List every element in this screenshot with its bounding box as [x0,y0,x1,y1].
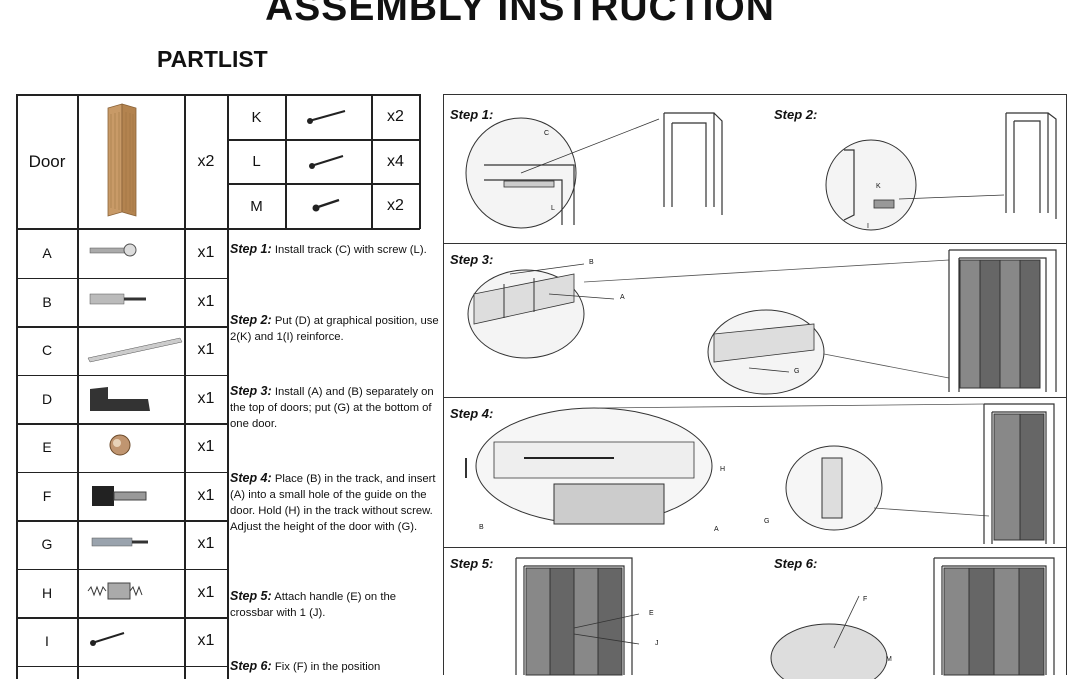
callout-k: K [876,183,881,190]
track-rail-icon [87,337,183,363]
callout-l: L [551,205,555,212]
step1-2-illustration [465,112,1057,231]
part-letter: I [45,633,49,650]
part-letter: K [251,108,262,126]
long-screw-icon [307,110,346,124]
knob-handle-icon [109,434,131,456]
panel-steps-5-6: Step 5: Step 6: E J F M [443,548,1067,679]
panel-step6-label: Step 6: [774,556,818,571]
part-qty: x1 [197,583,215,601]
part-letter: G [41,536,53,553]
step-label: Step 2: [230,313,272,327]
part-qty: x1 [197,244,215,262]
panel-step1-label: Step 1: [450,107,494,122]
spring-guide-icon [87,582,143,599]
step-text: Put (D) at graphical position, use 2(K) … [230,315,439,343]
step-label: Step 3: [230,384,272,398]
step-label: Step 5: [230,589,272,603]
callout-c: C [544,130,550,137]
part-qty: x4 [387,152,404,170]
step-text: Install track (C) with screw (L). [274,244,427,256]
door-label: Door [28,151,66,171]
part-letter: H [41,584,53,601]
step-text: Place (B) in the track, and insert (A) i… [230,473,436,533]
door-frame-3 [948,249,1057,392]
part-letter: D [41,390,53,407]
document-title: ASSEMBLY INSTRUCTION [265,0,775,29]
short-screw-icon [312,198,340,212]
panel-step5-label: Step 5: [450,556,494,571]
step-1-instruction: Step 1: Install track (C) with screw (L)… [230,241,442,258]
step-3-instruction: Step 3: Install (A) and (B) separately o… [230,383,442,432]
part-letter: F [42,487,52,504]
door-frame-4 [983,403,1055,544]
callout-f: F [863,596,868,603]
partlist-title: PARTLIST [157,46,268,72]
part-letter: M [250,197,263,215]
callout-a-4: A [714,526,719,533]
callout-a: A [620,294,625,301]
callout-e: E [649,610,654,617]
panel-step4-label: Step 4: [450,406,494,421]
part-qty: x1 [197,438,215,456]
callout-j: J [655,640,659,647]
callout-g-4: G [764,518,770,525]
panel-step3-label: Step 3: [450,252,494,267]
guide-bolt-icon [89,293,146,304]
panel-steps-1-2: Step 1: Step 2: C L K I [443,94,1067,244]
callout-b-4: B [479,524,484,531]
step-text: Attach handle (E) on the crossbar with 1… [230,591,397,619]
part-qty: x2 [387,108,404,125]
step-label: Step 1: [230,242,272,256]
screw-icon [309,154,344,169]
part-letter: A [42,245,52,262]
panel-step-4: Step 4: H B A G [443,398,1067,548]
step-text: Install (A) and (B) separately on the to… [230,386,434,430]
callout-i: I [867,223,869,230]
step-5-instruction: Step 5: Attach handle (E) on the crossba… [230,588,442,621]
part-qty: x1 [197,389,215,407]
callout-h: H [720,466,726,473]
step-label: Step 6: [230,659,272,673]
part-qty: x2 [387,197,404,214]
panel-step2-label: Step 2: [774,107,818,122]
step-6-instruction: Step 6: Fix (F) in the position [230,658,442,675]
mounting-bracket-icon [92,485,147,506]
callout-b: B [589,259,594,266]
step3-illustration [467,249,1057,395]
part-qty: x1 [197,341,215,359]
part-qty: x1 [197,292,215,310]
part-letter: C [41,342,53,359]
screw-icon [90,632,125,646]
part-qty: x1 [197,486,215,504]
step-label: Step 4: [230,471,272,485]
step4-illustration [465,403,1055,544]
adjuster-bolt-icon [91,537,148,547]
step-text: Fix (F) in the position [274,661,381,673]
callout-m: M [886,656,892,663]
corner-bracket-icon [90,386,150,411]
door-image [107,103,137,217]
part-letter: B [42,293,52,310]
callout-g: G [794,368,800,375]
step-2-instruction: Step 2: Put (D) at graphical position, u… [230,312,442,345]
step-4-instruction: Step 4: Place (B) in the track, and inse… [230,470,442,535]
part-qty: x1 [197,535,215,553]
panel-step-3: Step 3: B A G [443,244,1067,398]
part-qty: x1 [197,632,215,650]
pivot-pin-icon [89,243,137,257]
part-letter: E [42,439,52,456]
part-letter: L [252,153,261,170]
step5-6-illustration [515,557,1055,679]
door-qty: x2 [197,152,215,170]
folding-door-icon [107,103,137,217]
